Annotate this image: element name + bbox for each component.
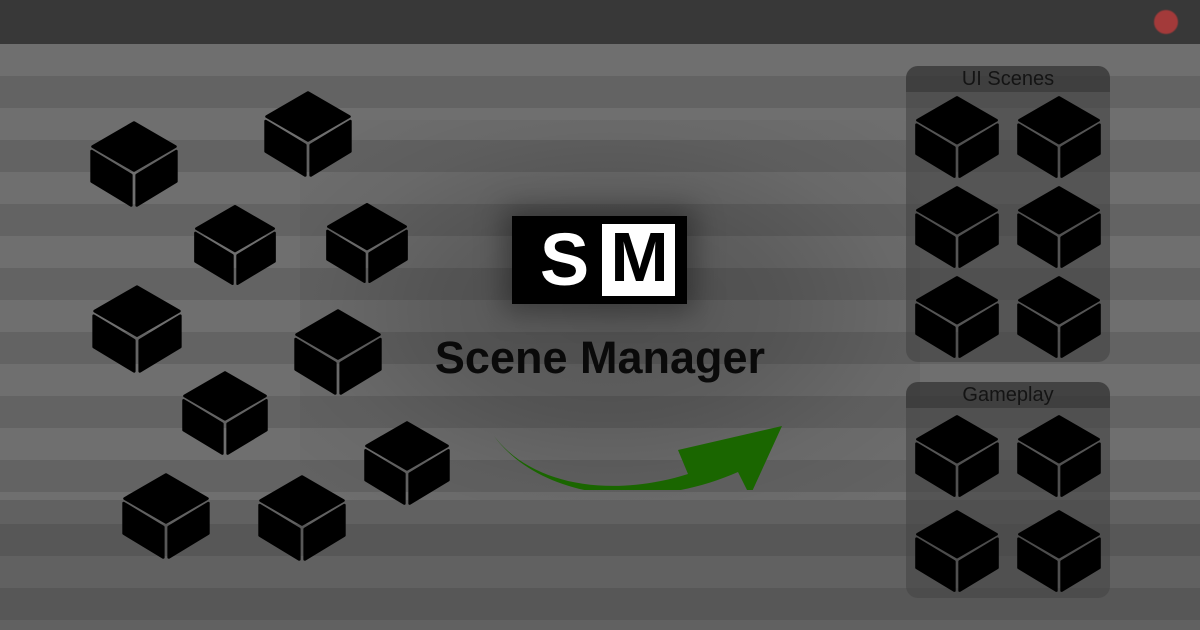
scene-cube [180,368,270,458]
scene-cube [913,93,1001,181]
scene-cube [913,183,1001,271]
scene-cube [362,418,452,508]
scene-cube [90,282,184,376]
flow-arrow-icon [492,424,784,490]
scene-cube [913,507,1001,595]
scene-cube [913,273,1001,361]
scene-cube [88,118,180,210]
logo-letter-m: M [610,218,668,296]
scene-cube [913,412,1001,500]
scene-cube [192,202,278,288]
logo-m-box: M [602,219,675,296]
logo-letter-s: S [539,218,589,301]
panel-gameplay-title: Gameplay [906,382,1110,408]
scene-cube [1015,93,1103,181]
panel-ui-scenes-title: UI Scenes [906,66,1110,92]
panel-ui-scenes-grid [906,92,1110,362]
panel-gameplay[interactable]: Gameplay [906,382,1110,598]
scene-cube [292,306,384,398]
recording-dot-icon [1154,10,1178,34]
scene-cube [1015,273,1103,361]
scene-cube [324,200,410,286]
sm-logo-badge: S M [512,216,687,304]
top-bar [0,0,1200,44]
scene-cube [1015,183,1103,271]
scene-cube [120,470,212,562]
scene-cube [262,88,354,180]
panel-gameplay-grid [906,408,1110,598]
page-title: Scene Manager [434,332,766,383]
scene-cube [1015,507,1103,595]
panel-ui-scenes[interactable]: UI Scenes [906,66,1110,362]
scene-cube [256,472,348,564]
scene-cube [1015,412,1103,500]
